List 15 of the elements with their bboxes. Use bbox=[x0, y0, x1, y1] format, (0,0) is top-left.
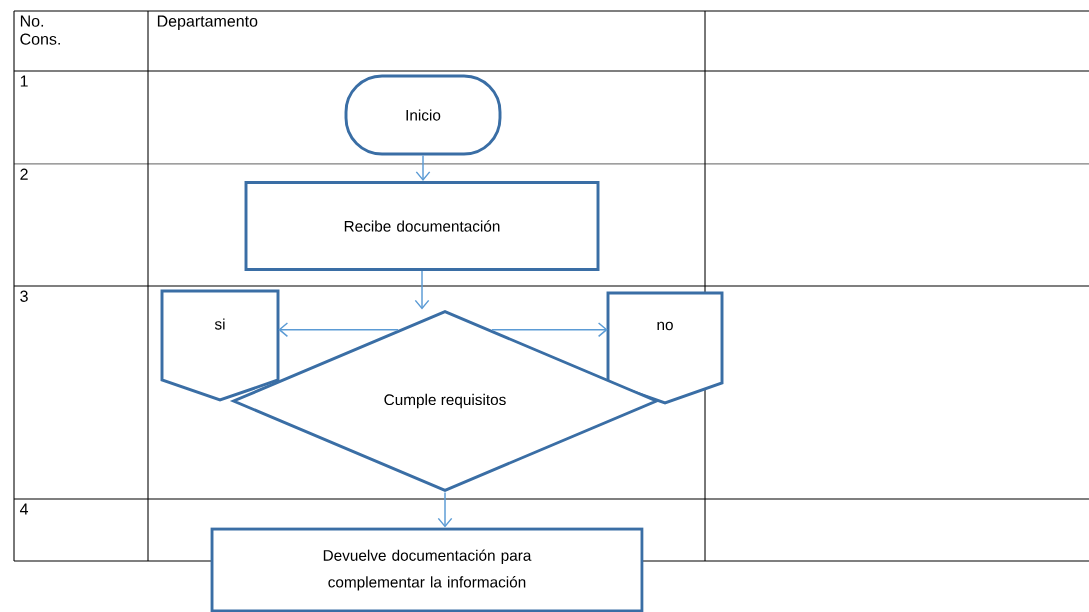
arrow bbox=[415, 154, 431, 182]
table-cell-text: No. Cons. bbox=[20, 15, 60, 45]
process-box: Recibe documentación bbox=[244, 181, 600, 271]
table-cell-text: 4 bbox=[20, 503, 29, 515]
table-cell-text: Departamento bbox=[157, 15, 258, 30]
arrow bbox=[491, 322, 608, 338]
arrow bbox=[437, 491, 453, 528]
table-cell-text: 2 bbox=[20, 168, 28, 180]
table-cell-text: 3 bbox=[20, 290, 28, 302]
process-box: Devuelve documentación para complementar la información bbox=[210, 527, 644, 612]
table-cell-text: 1 bbox=[20, 75, 28, 87]
off-page-connector: si bbox=[160, 289, 280, 402]
arrow bbox=[414, 270, 430, 310]
off-page-connector: no bbox=[606, 291, 724, 405]
arrow bbox=[278, 322, 399, 338]
